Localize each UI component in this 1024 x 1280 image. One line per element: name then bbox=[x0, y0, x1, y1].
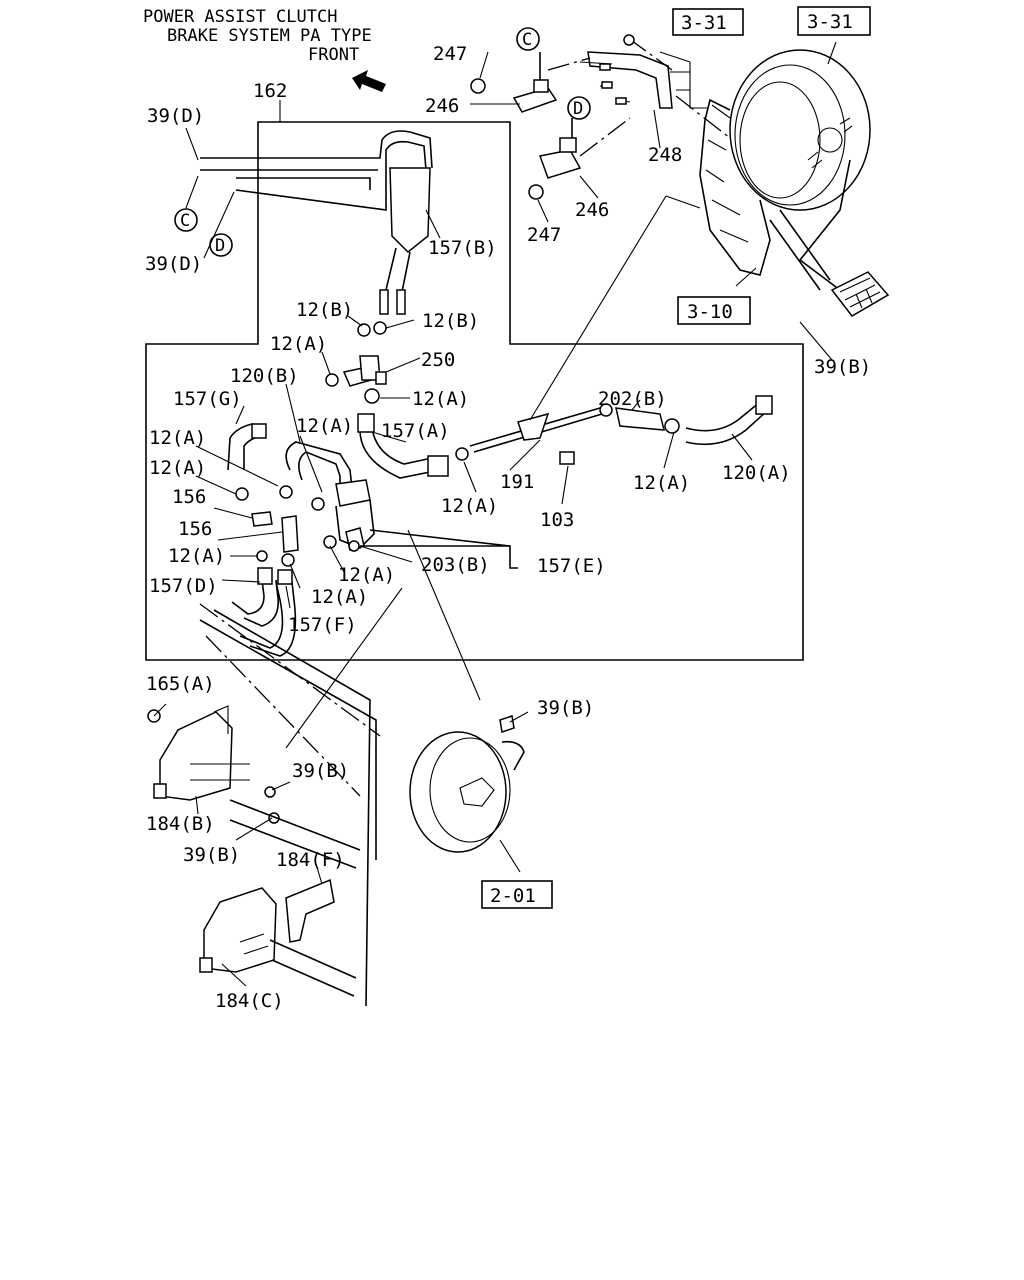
label-12a-1: 12(A) bbox=[270, 333, 327, 355]
svg-text:C: C bbox=[180, 211, 190, 231]
reservoir-184c bbox=[199, 887, 277, 973]
svg-text:D: D bbox=[215, 236, 225, 256]
label-39b-a: 39(B) bbox=[814, 356, 871, 378]
diagram-title-line1: POWER ASSIST CLUTCH bbox=[143, 7, 337, 27]
ref-box-2-01[interactable]: 2-01 bbox=[481, 880, 553, 909]
label-157f: 157(F) bbox=[288, 614, 357, 636]
bracket-248 bbox=[579, 51, 673, 109]
label-156-upper: 156 bbox=[172, 486, 206, 508]
bolt-icon bbox=[623, 34, 635, 46]
bracket-184f bbox=[264, 786, 335, 943]
svg-text:C: C bbox=[522, 30, 532, 50]
label-247-upper: 247 bbox=[433, 43, 467, 65]
label-162: 162 bbox=[253, 80, 287, 102]
label-12a-9: 12(A) bbox=[338, 564, 395, 586]
label-39b-d: 39(B) bbox=[183, 844, 240, 866]
label-12a-5: 12(A) bbox=[149, 457, 206, 479]
label-157d: 157(D) bbox=[149, 575, 218, 597]
callout-c-left: C bbox=[174, 208, 198, 232]
svg-text:3-31: 3-31 bbox=[807, 11, 853, 33]
reservoir-184b bbox=[147, 705, 250, 801]
label-12a-8: 12(A) bbox=[633, 472, 690, 494]
label-39d-lower: 39(D) bbox=[145, 253, 202, 275]
svg-text:3-31: 3-31 bbox=[681, 12, 727, 34]
brake-booster bbox=[409, 715, 525, 853]
label-165a: 165(A) bbox=[146, 673, 215, 695]
hose-202b bbox=[615, 407, 680, 434]
switch-246-lower bbox=[528, 118, 582, 200]
label-191: 191 bbox=[500, 471, 534, 493]
label-247-lower: 247 bbox=[527, 224, 561, 246]
label-12b-left: 12(B) bbox=[296, 299, 353, 321]
label-246-upper: 246 bbox=[425, 95, 459, 117]
label-12a-4: 12(A) bbox=[149, 427, 206, 449]
svg-text:2-01: 2-01 bbox=[490, 885, 536, 907]
label-184b: 184(B) bbox=[146, 813, 215, 835]
label-12a-3: 12(A) bbox=[296, 415, 353, 437]
label-12a-2: 12(A) bbox=[412, 388, 469, 410]
label-157e: 157(E) bbox=[537, 555, 606, 577]
svg-text:D: D bbox=[573, 99, 583, 119]
leader-lines bbox=[153, 41, 837, 987]
label-157g: 157(G) bbox=[173, 388, 242, 410]
ref-box-3-10[interactable]: 3-10 bbox=[677, 296, 751, 325]
clutch-booster-assembly bbox=[659, 49, 890, 317]
label-248: 248 bbox=[648, 144, 682, 166]
label-157a: 157(A) bbox=[381, 420, 450, 442]
label-184c: 184(C) bbox=[215, 990, 284, 1012]
callout-d-top: D bbox=[567, 96, 591, 120]
group-boundary bbox=[145, 121, 804, 661]
label-39d-upper: 39(D) bbox=[147, 105, 204, 127]
label-12b-right: 12(B) bbox=[422, 310, 479, 332]
reservoir-lines bbox=[199, 609, 377, 1007]
hose-120a bbox=[685, 395, 773, 446]
ref-box-3-31-a[interactable]: 3-31 bbox=[672, 8, 744, 36]
diagram-title-line2: BRAKE SYSTEM PA TYPE bbox=[167, 26, 372, 46]
label-12a-10: 12(A) bbox=[311, 586, 368, 608]
switch-246-upper bbox=[470, 52, 558, 113]
label-203b: 203(B) bbox=[421, 554, 490, 576]
label-157b: 157(B) bbox=[428, 237, 497, 259]
ref-box-3-31-b[interactable]: 3-31 bbox=[797, 6, 871, 36]
front-label: FRONT bbox=[308, 45, 359, 65]
front-arrow-icon bbox=[352, 70, 386, 92]
svg-text:3-10: 3-10 bbox=[687, 301, 733, 323]
hose-network bbox=[227, 321, 518, 657]
label-39b-b: 39(B) bbox=[537, 697, 594, 719]
label-250: 250 bbox=[421, 349, 455, 371]
pipe-191 bbox=[455, 403, 613, 465]
label-39b-c: 39(B) bbox=[292, 760, 349, 782]
pipe-162 bbox=[200, 130, 433, 211]
label-12a-7: 12(A) bbox=[441, 495, 498, 517]
label-12a-6: 12(A) bbox=[168, 545, 225, 567]
label-156-lower: 156 bbox=[178, 518, 212, 540]
callout-c-top: C bbox=[516, 27, 540, 51]
label-120b: 120(B) bbox=[230, 365, 299, 387]
label-246-lower: 246 bbox=[575, 199, 609, 221]
label-120a: 120(A) bbox=[722, 462, 791, 484]
label-184f: 184(F) bbox=[276, 849, 345, 871]
label-202b: 202(B) bbox=[598, 388, 667, 410]
label-103: 103 bbox=[540, 509, 574, 531]
hose-157b bbox=[379, 167, 431, 315]
